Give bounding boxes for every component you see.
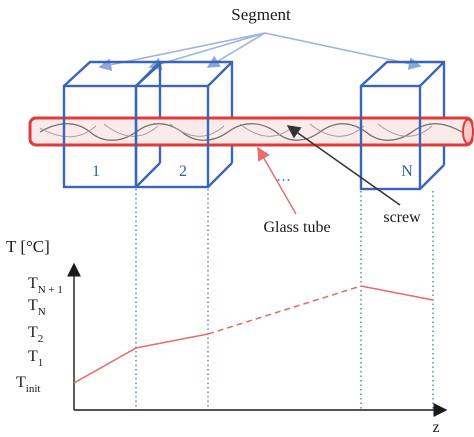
segment-box-2-front: [134, 84, 210, 189]
y-tick-t-n: TN: [28, 297, 46, 318]
temperature-profile-last-segment: [360, 285, 434, 301]
segment-box-2: [134, 61, 233, 189]
segment-boundary-guides: [135, 189, 434, 410]
segment-box-n-front: [359, 84, 422, 191]
y-tick-t-init: Tinit: [16, 374, 40, 395]
glass-tube-arrow: [257, 146, 297, 215]
temperature-profile-known: [73, 333, 209, 384]
segment-label-n: N: [401, 163, 413, 180]
y-tick-labels: TN + 1 TN T2 T1 Tinit: [16, 275, 63, 395]
screw-shading: [39, 123, 433, 138]
temperature-profile-interpolated: [207, 285, 362, 335]
segment-ellipsis: ...: [277, 168, 292, 185]
y-tick-t-n-plus-1: TN + 1: [28, 275, 63, 296]
x-axis-label: z: [432, 419, 439, 436]
glass-tube: [28, 116, 474, 147]
y-tick-t-2: T2: [28, 324, 43, 345]
glass-tube-end: [462, 118, 474, 145]
glass-tube-label: Glass tube: [263, 219, 330, 236]
y-tick-t-1: T1: [28, 348, 43, 369]
screw-arrow: [286, 125, 401, 206]
screw-label: screw: [383, 209, 421, 226]
segment-box-n: [359, 61, 445, 191]
segment-title: Segment: [231, 5, 291, 24]
segment-box-backs: [63, 60, 446, 165]
pointer-to-segment-n: [264, 32, 422, 70]
segment-label-1: 1: [92, 163, 100, 180]
segment-label-2: 2: [179, 163, 187, 180]
y-axis-label: T [°C]: [6, 237, 50, 256]
screw: [39, 123, 463, 141]
